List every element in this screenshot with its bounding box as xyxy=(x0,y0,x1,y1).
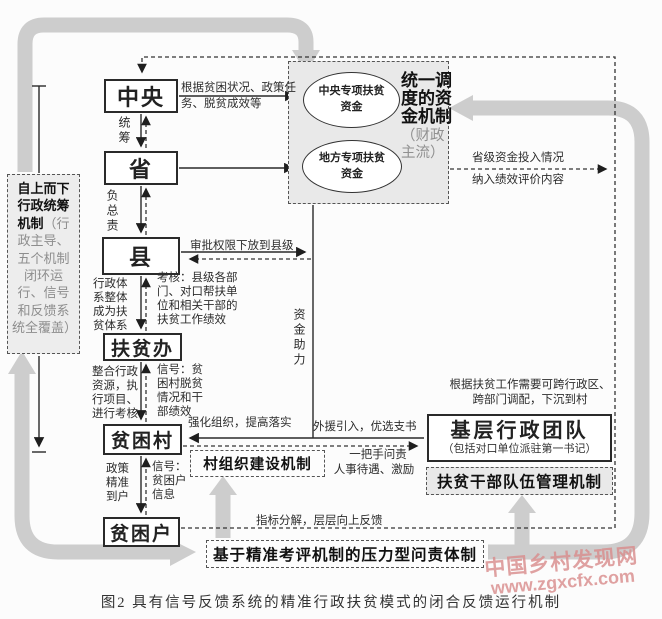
note-accountability-1: 一把手问责 xyxy=(349,449,407,461)
band-arrow-into-funds xyxy=(449,95,473,121)
node-poor-household-label: 贫困户 xyxy=(109,523,173,545)
node-county-label: 县 xyxy=(128,245,153,270)
central-fund-label: 中央专项扶贫资金 xyxy=(318,85,385,113)
note-accountability-2: 人事待遇、激励 xyxy=(333,464,415,476)
local-fund-label: 地方专项扶贫资金 xyxy=(319,151,385,180)
node-province: 省 xyxy=(104,151,178,185)
node-poverty-office: 扶贫办 xyxy=(103,333,182,361)
note-village-left: 政策精准到户 xyxy=(106,463,129,503)
label-funds-aid: 资金助力 xyxy=(292,308,306,368)
village-org-mechanism-label: 村组织建设机制 xyxy=(203,457,312,473)
node-central-label: 中央 xyxy=(116,85,165,110)
band-right-loop xyxy=(473,100,650,560)
node-poor-village: 贫困村 xyxy=(103,424,182,455)
node-central: 中央 xyxy=(104,79,178,113)
note-provincial-2: 纳入绩效评价内容 xyxy=(472,174,564,186)
funds-title: 统一调度的资金机制 xyxy=(401,71,452,127)
pressure-accountability-label: 基于精准考评机制的压力型问责体制 xyxy=(212,547,477,564)
central-fund-ellipse: 中央专项扶贫资金 xyxy=(303,72,400,128)
note-village-right: 信号：贫困户信息 xyxy=(152,461,187,501)
node-county: 县 xyxy=(102,237,180,275)
label-fuzongze: 负总责 xyxy=(105,189,119,234)
feedback-loop-dashed xyxy=(137,56,616,529)
node-poverty-office-label: 扶贫办 xyxy=(110,338,174,360)
grassroots-team-box: 基层行政团队 （包括对口单位派驻第一书记） xyxy=(427,414,612,462)
note-office-right: 信号：贫困村脱贫情况和干部绩效 xyxy=(157,364,203,418)
band-arrow-into-cadre xyxy=(508,495,536,513)
node-poor-household: 贫困户 xyxy=(103,517,180,547)
grassroots-team-subtitle: （包括对口单位派驻第一书记） xyxy=(442,443,597,456)
note-approval: 审批权限下放到县级 xyxy=(190,240,294,252)
cadre-mechanism-box: 扶贫干部队伍管理机制 xyxy=(426,467,613,495)
figure-caption: 图2 具有信号反馈系统的精准行政扶贫模式的闭合反馈运行机制 xyxy=(100,595,562,611)
note-county-left: 行政体系整体成为扶贫体系 xyxy=(93,278,128,332)
grassroots-team-title: 基层行政团队 xyxy=(450,420,589,443)
funds-note: （财政主流） xyxy=(401,127,445,162)
gray-band-group xyxy=(14,17,650,560)
cadre-mechanism-label: 扶贫干部队伍管理机制 xyxy=(436,474,602,491)
top-down-mechanism-panel: 自上而下行政统筹机制（行政主导、五个机制闭环运行、信号和反馈系统全覆盖） xyxy=(7,174,80,354)
label-tongchou: 统筹 xyxy=(117,116,131,146)
band-arrow-into-village-org xyxy=(209,476,237,495)
panel-title: 自上而下行政统筹机制 xyxy=(17,181,70,231)
node-province-label: 省 xyxy=(128,157,153,182)
note-indicator-feedback: 指标分解，层层向上反馈 xyxy=(256,515,383,527)
note-deploy: 根据扶贫工作需要可跨行政区、跨部门调配，下沉到村 xyxy=(449,379,611,406)
note-central-to-fund: 根据贫困状况、政策任务、脱贫成效等 xyxy=(181,82,296,110)
band-arrow-up-panel xyxy=(8,351,36,374)
note-external-intro: 外援引入，优选支书 xyxy=(313,421,417,433)
note-provincial-1: 省级资金投入情况 xyxy=(472,152,564,164)
note-strengthen: 强化组织，提高落实 xyxy=(188,417,292,429)
band-topleft-loop xyxy=(17,17,314,172)
village-org-mechanism-box: 村组织建设机制 xyxy=(190,450,325,477)
note-office-left: 整合行政资源，执行项目、进行考核 xyxy=(92,366,138,420)
funds-title-block: 统一调度的资金机制 （财政主流） xyxy=(401,71,453,162)
local-fund-ellipse: 地方专项扶贫资金 xyxy=(302,140,402,193)
pressure-accountability-box: 基于精准考评机制的压力型问责体制 xyxy=(206,540,484,568)
node-poor-village-label: 贫困村 xyxy=(110,431,174,452)
note-county-right: 考核：县级各部门、对口帮扶单位和相关干部的扶贫工作绩效 xyxy=(157,272,238,326)
panel-detail: （行政主导、五个机制闭环运行、信号和反馈系统全覆盖） xyxy=(12,215,78,336)
band-bottomleft-loop xyxy=(14,372,170,560)
